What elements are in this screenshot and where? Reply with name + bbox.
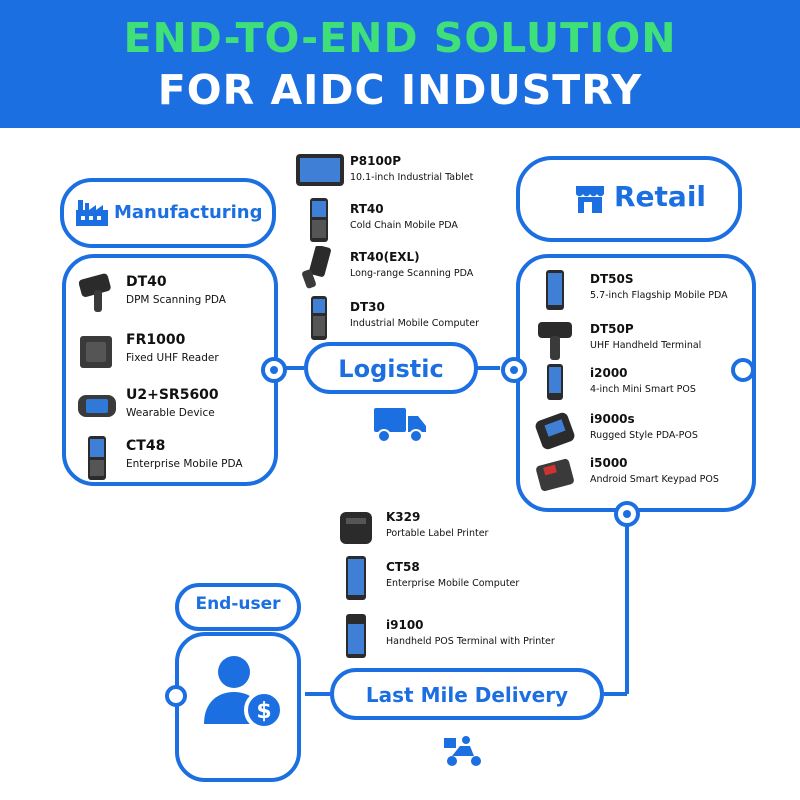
- header-banner: END-TO-END SOLUTION FOR AIDC INDUSTRY: [0, 0, 800, 128]
- product-dt30[interactable]: DT30 Industrial Mobile Computer: [294, 296, 514, 342]
- device-thumbnail: [310, 198, 328, 242]
- device-thumbnail: [296, 154, 344, 186]
- device-thumbnail: [546, 270, 564, 310]
- product-dt50s[interactable]: DT50S 5.7-inch Flagship Mobile PDA: [534, 268, 749, 314]
- last-mile-title: Last Mile Delivery: [365, 683, 569, 707]
- retail-title: Retail: [574, 178, 734, 222]
- product-desc: Rugged Style PDA-POS: [590, 430, 698, 441]
- product-name: DT50P: [590, 322, 634, 336]
- product-dt40[interactable]: DT40 DPM Scanning PDA: [76, 272, 272, 318]
- product-name: DT40: [126, 274, 167, 290]
- product-name: DT50S: [590, 272, 634, 286]
- product-rt40[interactable]: RT40 Cold Chain Mobile PDA: [294, 198, 514, 244]
- retail-title-text: Retail: [614, 180, 707, 213]
- product-dt50p[interactable]: DT50P UHF Handheld Terminal: [534, 318, 749, 364]
- device-thumbnail: [538, 322, 572, 360]
- headline-line2: FOR AIDC INDUSTRY: [157, 66, 643, 114]
- truck-icon: [374, 408, 426, 443]
- product-u2-sr5600[interactable]: U2+SR5600 Wearable Device: [76, 385, 272, 431]
- connector-dot-end-user: [165, 685, 187, 707]
- product-name: FR1000: [126, 332, 186, 348]
- device-thumbnail: [547, 364, 563, 400]
- product-name: U2+SR5600: [126, 387, 219, 403]
- logistic-title: Logistic: [338, 355, 444, 383]
- device-thumbnail: [311, 296, 327, 340]
- device-thumbnail: [302, 246, 331, 289]
- manufacturing-title-text: Manufacturing: [114, 202, 263, 223]
- product-desc: Handheld POS Terminal with Printer: [386, 636, 555, 647]
- product-desc: Android Smart Keypad POS: [590, 474, 719, 485]
- device-thumbnail: [78, 395, 116, 417]
- last-mile-pill[interactable]: Last Mile Delivery: [330, 668, 604, 720]
- product-desc: Enterprise Mobile PDA: [126, 458, 243, 470]
- headline-line1: END-TO-END SOLUTION: [123, 14, 677, 62]
- product-name: RT40: [350, 202, 384, 216]
- product-p8100p[interactable]: P8100P 10.1-inch Industrial Tablet: [294, 150, 514, 196]
- product-desc: Enterprise Mobile Computer: [386, 578, 520, 589]
- product-desc: Fixed UHF Reader: [126, 352, 219, 364]
- product-name: CT48: [126, 438, 166, 454]
- device-thumbnail: [78, 273, 111, 312]
- product-name: RT40(EXL): [350, 250, 420, 264]
- product-desc: Cold Chain Mobile PDA: [350, 220, 458, 231]
- product-rt40-exl[interactable]: RT40(EXL) Long-range Scanning PDA: [294, 246, 514, 292]
- end-user-title-frame: [175, 583, 301, 631]
- manufacturing-title: Manufacturing: [74, 196, 270, 232]
- product-i5000[interactable]: i5000 Android Smart Keypad POS: [534, 452, 749, 498]
- product-k329[interactable]: K329 Portable Label Printer: [330, 506, 580, 552]
- end-user-frame: [175, 632, 301, 782]
- product-desc: 4-inch Mini Smart POS: [590, 384, 696, 395]
- end-user-title: End-user: [177, 594, 299, 620]
- product-ct58[interactable]: CT58 Enterprise Mobile Computer: [330, 556, 580, 602]
- product-desc: UHF Handheld Terminal: [590, 340, 702, 351]
- product-name: i5000: [590, 456, 628, 470]
- product-desc: 5.7-inch Flagship Mobile PDA: [590, 290, 728, 301]
- device-thumbnail: [346, 556, 366, 600]
- product-desc: DPM Scanning PDA: [126, 294, 226, 306]
- product-name: DT30: [350, 300, 385, 314]
- product-desc: Industrial Mobile Computer: [350, 318, 479, 329]
- device-thumbnail: [340, 512, 372, 544]
- product-name: i9100: [386, 618, 424, 632]
- product-fr1000[interactable]: FR1000 Fixed UHF Reader: [76, 330, 272, 376]
- product-name: CT58: [386, 560, 420, 574]
- product-name: P8100P: [350, 154, 401, 168]
- product-i2000[interactable]: i2000 4-inch Mini Smart POS: [534, 362, 749, 408]
- device-thumbnail: [535, 412, 575, 450]
- product-i9000s[interactable]: i9000s Rugged Style PDA-POS: [534, 408, 749, 454]
- product-desc: Wearable Device: [126, 407, 215, 419]
- store-icon: [576, 186, 604, 213]
- device-thumbnail: [80, 336, 112, 368]
- delivery-scooter-icon: [444, 736, 481, 766]
- product-name: i9000s: [590, 412, 635, 426]
- user-payment-icon: $: [204, 656, 284, 730]
- product-name: i2000: [590, 366, 628, 380]
- device-thumbnail: [536, 458, 574, 492]
- product-desc: Portable Label Printer: [386, 528, 489, 539]
- connector-dot-retail-right: [731, 358, 755, 382]
- product-ct48[interactable]: CT48 Enterprise Mobile PDA: [76, 436, 272, 482]
- logistic-pill[interactable]: Logistic: [304, 342, 478, 394]
- device-thumbnail: [88, 436, 106, 480]
- svg-text:$: $: [256, 699, 271, 724]
- product-i9100[interactable]: i9100 Handheld POS Terminal with Printer: [330, 614, 580, 660]
- product-desc: Long-range Scanning PDA: [350, 268, 474, 279]
- product-name: K329: [386, 510, 421, 524]
- retail-title-frame: [516, 156, 742, 242]
- device-thumbnail: [346, 614, 366, 658]
- manufacturing-title-frame: [60, 178, 276, 248]
- end-user-title-text: End-user: [195, 594, 281, 614]
- product-desc: 10.1-inch Industrial Tablet: [350, 172, 474, 183]
- factory-icon: [76, 200, 108, 226]
